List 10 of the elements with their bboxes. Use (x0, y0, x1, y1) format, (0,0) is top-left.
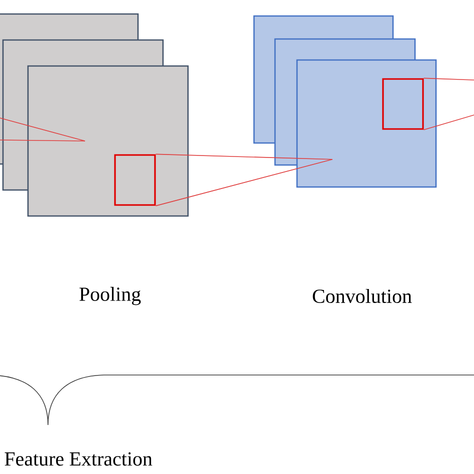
window-box (382, 78, 424, 130)
window-box (114, 154, 156, 206)
feature-map (27, 65, 189, 217)
feature-map (296, 59, 437, 188)
projection-line (423, 78, 474, 80)
brace-label: Feature Extraction (4, 452, 152, 466)
projection-line (155, 154, 333, 160)
label: Convolution (312, 288, 412, 304)
projection-line (155, 158, 333, 206)
label: Pooling (79, 286, 141, 306)
